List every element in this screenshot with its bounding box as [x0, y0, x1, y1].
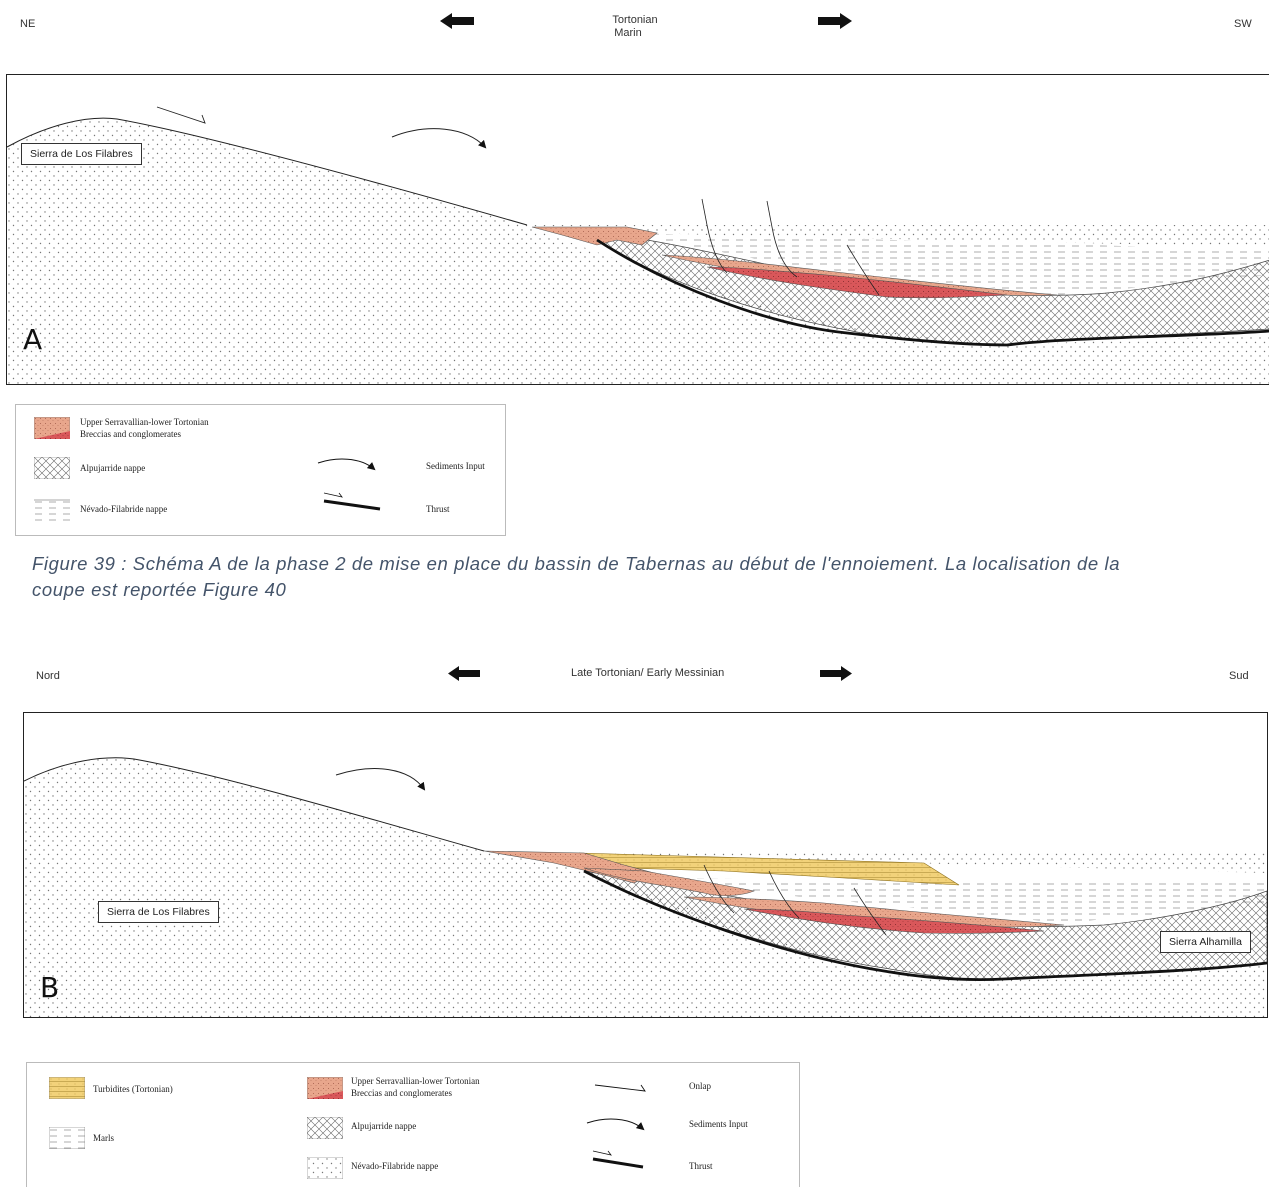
thrust-base-line [596, 238, 1269, 347]
breccia-unit [531, 226, 658, 246]
cross-section-panel-a: Sierra de Los Filabres A [6, 74, 1269, 385]
thrust-legend: Thrust [689, 1161, 713, 1171]
conglomerate-unit [706, 266, 1008, 299]
onlap-symbol-icon [594, 1084, 646, 1092]
period-label: Tortonian Marin [590, 14, 680, 40]
fault-3 [853, 887, 887, 936]
arrow-left-icon [440, 13, 474, 29]
alpujarride-legend: Alpujarride nappe [80, 463, 146, 473]
cross-section-panel-b: Sierra de Los Filabres Sierra Alhamilla … [23, 712, 1268, 1018]
thrust-symbol-icon [592, 1150, 644, 1169]
fault-1 [701, 198, 728, 274]
thrust-legend: Thrust [426, 504, 450, 514]
breccia-legend-line1: Upper Serravallian-lower Tortonian [80, 417, 209, 427]
thrust-base-line [583, 869, 1267, 982]
direction-left-label-b: Nord [36, 670, 60, 682]
onlap-arrow [156, 106, 206, 124]
topography-line [24, 757, 485, 852]
legend-a: Upper Serravallian-lower Tortonian Brecc… [15, 404, 506, 536]
fault-3 [846, 244, 880, 296]
alpujarride-legend: Alpujarride nappe [351, 1121, 417, 1131]
period-label-b: Late Tortonian/ Early Messinian [571, 667, 725, 679]
period-line2: Marin [614, 27, 642, 39]
conglomerate-unit [743, 908, 1045, 934]
breccia-legend-line2: Breccias and conglomerates [80, 429, 181, 439]
direction-right-label: SW [1234, 18, 1252, 30]
breccia-upper [583, 867, 756, 896]
turbidites-legend: Turbidites (Tortonian) [93, 1084, 173, 1094]
arrow-right-icon [818, 13, 852, 29]
arrow-right-icon [820, 666, 852, 681]
panel-letter: B [40, 971, 60, 1004]
section-label-box: Sierra de Los Filabres [21, 143, 142, 165]
marls-legend: Marls [93, 1133, 114, 1143]
fault-1 [703, 864, 735, 914]
marl-unit [627, 233, 1269, 295]
sediment-input-arrow [335, 768, 426, 791]
direction-right-label-b: Sud [1229, 670, 1249, 682]
sediment-input-arrow [391, 128, 487, 149]
breccia-swatch [34, 417, 70, 439]
nevado-legend: Névado-Filabride nappe [80, 504, 168, 514]
section-label-left-box: Sierra de Los Filabres [98, 901, 219, 923]
nevado-swatch [307, 1157, 343, 1179]
marl-unit [644, 878, 1267, 923]
section-label-right-box: Sierra Alhamilla [1160, 931, 1251, 953]
sediments-input-legend: Sediments Input [426, 461, 485, 471]
turbidites-swatch [49, 1077, 85, 1099]
breccia-swatch [307, 1077, 343, 1099]
cross-section-a-drawing [7, 106, 1269, 384]
alpujarride-swatch [34, 457, 70, 479]
topography-line [7, 117, 528, 226]
arrow-left-icon [448, 666, 480, 681]
sediments-input-legend: Sediments Input [689, 1119, 748, 1129]
figure-caption: Figure 39 : Schéma A de la phase 2 de mi… [32, 551, 1252, 603]
panel-letter: A [23, 323, 43, 356]
period-line1: Tortonian [612, 14, 658, 26]
onlap-legend: Onlap [689, 1081, 711, 1091]
cross-section-b-drawing [24, 757, 1267, 1017]
thrust-symbol-icon [323, 492, 381, 511]
caption-line1: Figure 39 : Schéma A de la phase 2 de mi… [32, 553, 1121, 574]
nevado-swatch [34, 499, 70, 521]
breccia-legend-line1: Upper Serravallian-lower Tortonian [351, 1076, 480, 1086]
fault-2 [766, 200, 798, 278]
sediments-input-arrow-icon [317, 458, 376, 471]
breccia-legend-line2: Breccias and conglomerates [351, 1088, 452, 1098]
legend-b: Turbidites (Tortonian) Marls Upper Serra… [26, 1062, 800, 1187]
nevado-legend: Névado-Filabride nappe [351, 1161, 439, 1171]
marls-swatch [49, 1127, 85, 1149]
caption-line2: coupe est reportée Figure 40 [32, 579, 287, 600]
fault-2 [768, 870, 800, 919]
direction-left-label: NE [20, 18, 36, 30]
sediments-input-arrow-icon [586, 1118, 645, 1131]
alpujarride-swatch [307, 1117, 343, 1139]
